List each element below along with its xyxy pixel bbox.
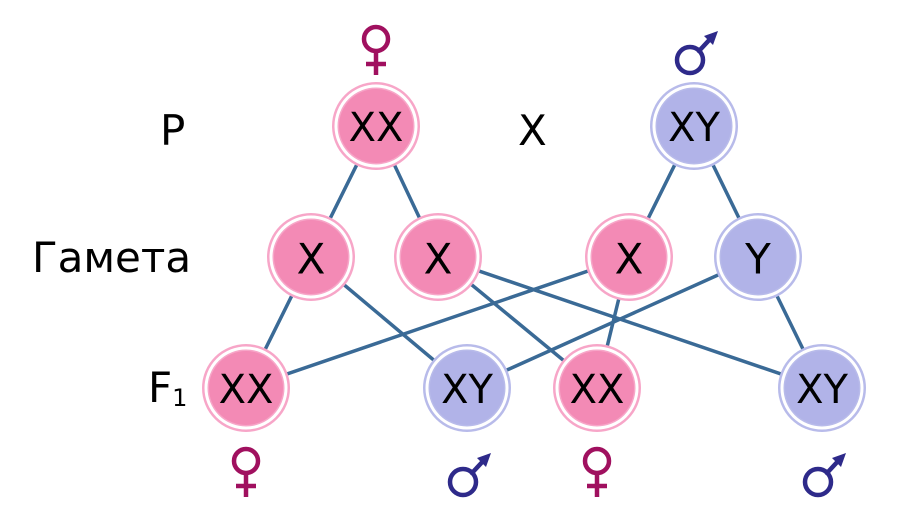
genotype-label: Y bbox=[744, 235, 771, 284]
node-inner-fill bbox=[560, 351, 634, 425]
genotype-label: XX bbox=[219, 367, 274, 413]
connection-line bbox=[436, 255, 824, 390]
genotype-node-f3: XX bbox=[553, 344, 641, 432]
node-inner-fill bbox=[721, 220, 795, 294]
f1-letter: F bbox=[148, 363, 172, 412]
genotype-label: XX bbox=[570, 367, 625, 413]
row-label-f1: F1 bbox=[148, 363, 187, 412]
sex-symbols: ♀ ♂ ♀ ♂ ♀ ♂ bbox=[231, 24, 846, 498]
node-inner-fill bbox=[274, 220, 348, 294]
node-white-ring bbox=[652, 84, 736, 168]
node-inner-fill bbox=[209, 351, 283, 425]
node-inner-fill bbox=[785, 351, 859, 425]
genotype-label: XX bbox=[349, 105, 404, 151]
genotype-label: X bbox=[297, 235, 326, 284]
node-inner-fill bbox=[592, 220, 666, 294]
node-white-ring bbox=[780, 346, 864, 430]
genotype-node-g2: X bbox=[394, 213, 482, 301]
row-label-parents: P bbox=[160, 106, 185, 155]
node-white-ring bbox=[587, 215, 671, 299]
genotype-label: XY bbox=[441, 367, 493, 413]
male-symbol-icon: ♂ bbox=[802, 453, 846, 498]
genotype-label: X bbox=[615, 235, 644, 284]
genotype-label: XY bbox=[668, 105, 720, 151]
row-label-gametes: Гамета bbox=[32, 233, 191, 282]
genotype-label: X bbox=[424, 235, 453, 284]
node-white-ring bbox=[425, 346, 509, 430]
node-white-ring bbox=[555, 346, 639, 430]
node-inner-fill bbox=[430, 351, 504, 425]
female-symbol-icon: ♀ bbox=[231, 446, 261, 497]
node-inner-fill bbox=[339, 89, 413, 163]
node-inner-fill bbox=[401, 220, 475, 294]
genotype-node-f1: XX bbox=[202, 344, 290, 432]
genotype-node-p-female: XX bbox=[332, 82, 420, 170]
genotype-node-g3: X bbox=[585, 213, 673, 301]
node-inner-fill bbox=[657, 89, 731, 163]
node-white-ring bbox=[204, 346, 288, 430]
genotype-node-f2: XY bbox=[423, 344, 511, 432]
node-white-ring bbox=[269, 215, 353, 299]
female-symbol-icon: ♀ bbox=[582, 446, 612, 497]
cross-sign: X bbox=[518, 106, 547, 155]
genotype-node-p-male: XY bbox=[650, 82, 738, 170]
connection-line bbox=[465, 255, 760, 390]
genotype-label: XY bbox=[796, 367, 848, 413]
node-white-ring bbox=[716, 215, 800, 299]
male-symbol-icon: ♂ bbox=[447, 453, 491, 498]
f1-subscript: 1 bbox=[172, 384, 187, 412]
female-symbol-icon: ♀ bbox=[361, 24, 391, 75]
male-symbol-icon: ♂ bbox=[674, 31, 718, 76]
node-white-ring bbox=[396, 215, 480, 299]
genotype-node-g4: Y bbox=[714, 213, 802, 301]
genotype-node-f4: XY bbox=[778, 344, 866, 432]
node-white-ring bbox=[334, 84, 418, 168]
connection-line bbox=[244, 255, 631, 390]
genotype-node-g1: X bbox=[267, 213, 355, 301]
